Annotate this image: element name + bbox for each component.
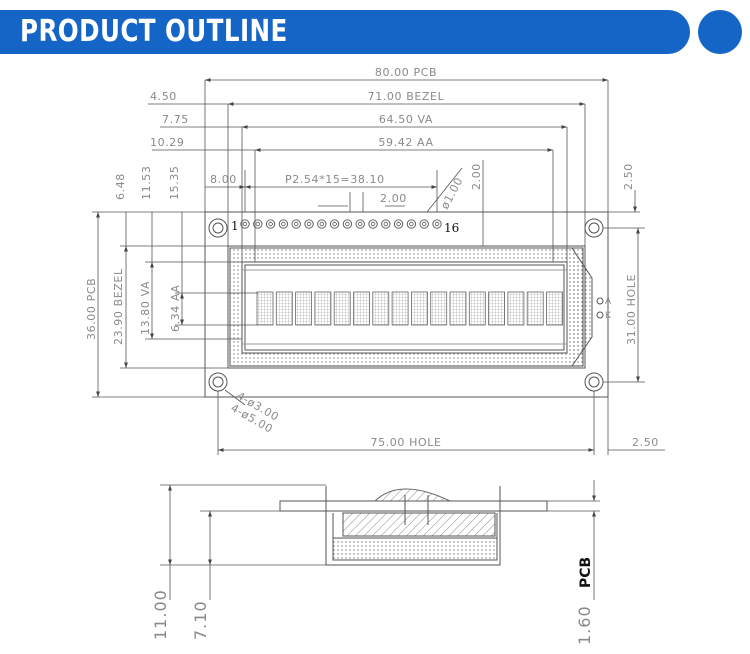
pcb-outline [204,211,609,398]
pin-hole [434,221,440,227]
bezel-arrow [571,247,593,367]
pin-label-last: 16 [444,221,459,235]
pin-row [240,219,442,229]
character-cell [314,291,332,326]
pin-hole [268,221,273,227]
pin-hole [409,221,414,227]
dim-hole-right: 2.50 [632,436,659,449]
pin-pad [381,219,391,229]
pin-pad [368,219,378,229]
pin-hole [422,221,427,227]
dim-v-aa: 15.35 [168,166,181,201]
pin-pad [406,219,417,229]
marker-anode: A [605,297,612,307]
pin-pad [393,219,404,229]
pin-hole [383,221,388,227]
pin-hole [319,221,324,227]
character-cell [546,291,563,326]
character-cell [430,291,448,326]
character-cell [256,291,274,326]
pin-pad [317,219,327,229]
dim-v-bezel: 6.48 [114,173,127,200]
character-cell [295,291,313,326]
dim-bezel-width: 71.00 BEZEL [368,90,445,103]
character-cell [507,291,525,326]
dim-bezel-height: 23.90 BEZEL [112,268,125,345]
side-backlight [332,537,498,561]
side-pcb-label: PCB [578,557,594,588]
pin-hole [255,221,260,227]
dim-v-va: 11.53 [140,166,153,201]
side-frame [325,486,501,566]
pin-pad [432,219,442,229]
pin-pad [240,219,250,229]
pin-pad [329,219,340,229]
dim-pin-pitch: P2.54*15=38.10 [285,173,385,186]
side-pcb [279,500,548,512]
dim-pin1-offset: 8.00 [210,173,237,186]
character-cell [275,291,293,326]
pin-pad [342,219,353,229]
pin-hole [281,221,286,227]
dim-hole-top: 2.50 [622,163,635,190]
pin-hole [332,221,337,227]
dim-aa-height: 6.34 AA [169,284,182,332]
dim-pcb-height: 36.00 PCB [85,278,98,340]
character-cell [468,291,486,326]
side-pcb-thickness: 1.60 [575,605,594,645]
dim-pitch-unit: 2.00 [380,192,407,205]
side-lens-dome [374,488,451,502]
top-dimensions [148,78,640,262]
dim-offset-bezel: 4.50 [150,90,177,103]
pin-hole [242,221,248,227]
marker-cathode: K [605,311,612,321]
character-cell [391,291,409,326]
side-view [279,486,548,566]
pin-pad [304,219,314,229]
pin-hole [345,221,350,227]
dim-pin-top: 2.00 [470,163,483,190]
character-cell [372,291,390,326]
page-title: PRODUCT OUTLINE [20,14,288,49]
dim-offset-va: 7.75 [162,113,189,126]
side-lcd-glass [342,512,496,537]
character-cell [488,291,506,326]
character-cell [333,291,351,326]
bottom-dimensions [217,389,665,455]
pin-pad [265,219,276,229]
character-cell [526,291,544,326]
pin-pad [253,219,263,229]
character-cell [353,291,370,326]
dim-pcb-width: 80.00 PCB [375,66,437,79]
left-dimensions [92,211,258,398]
dim-va-width: 64.50 VA [379,113,433,126]
dim-hole-height: 31.00 HOLE [625,274,638,345]
header-banner: PRODUCT OUTLINE [0,10,690,54]
front-view [204,211,609,398]
pin-pad [278,219,289,229]
side-dimensions [160,480,600,600]
character-cell [410,291,428,326]
right-dimensions [603,227,645,383]
header-dot-icon [698,10,742,54]
pin-pad [291,219,301,229]
pin-pad [419,219,429,229]
pin-hole [294,221,299,227]
side-module-thickness: 7.10 [191,600,210,640]
dim-va-height: 13.80 VA [139,281,152,335]
side-total-thickness: 11.00 [151,589,170,640]
dim-aa-width: 59.42 AA [378,136,433,149]
pin-hole [396,221,401,227]
pin-label-first: 1 [231,219,239,233]
character-cell [449,291,467,326]
dim-offset-aa: 10.29 [150,136,185,149]
pin-hole [370,221,376,227]
pin-pad [355,219,365,229]
pin-hole [358,221,363,227]
pin-hole [306,221,312,227]
dim-hole-width: 75.00 HOLE [371,436,442,449]
character-cells [256,291,563,326]
